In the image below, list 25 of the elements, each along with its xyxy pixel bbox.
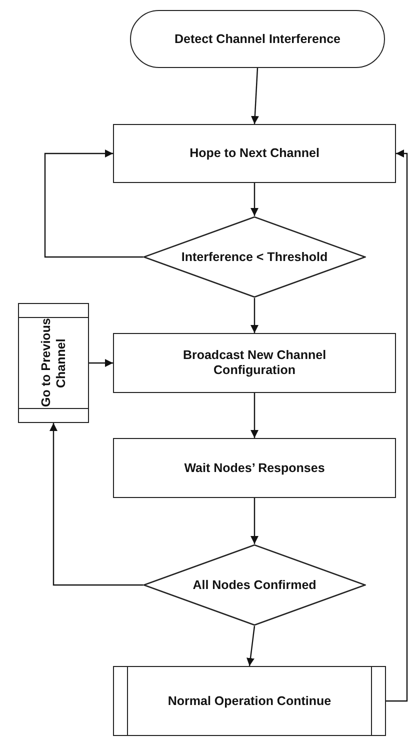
node-label: Broadcast New Channel Configuration — [182, 348, 328, 378]
node-label: Interference < Threshold — [181, 250, 328, 264]
decision-diamond — [143, 544, 366, 626]
arrow — [246, 626, 256, 666]
node-label: All Nodes Confirmed — [192, 578, 316, 592]
arrow — [250, 393, 258, 438]
predefined-process-box — [113, 666, 386, 736]
arrow — [250, 183, 258, 216]
decision-diamond — [143, 216, 366, 298]
arrow — [386, 150, 408, 702]
node-label: Go to Previous Channel — [38, 318, 68, 408]
process-box — [113, 124, 396, 183]
node-label: Wait Nodes’ Responses — [184, 460, 325, 476]
node-label: Hope to Next Channel — [190, 146, 320, 161]
arrow — [44, 150, 143, 258]
arrow — [250, 298, 258, 333]
process-box — [113, 438, 396, 498]
process-box — [113, 333, 396, 393]
node-label: Normal Operation Continue — [168, 694, 332, 708]
predefined-process-box — [18, 303, 89, 423]
arrow — [89, 359, 113, 367]
arrow — [50, 423, 143, 586]
arrow — [250, 68, 259, 124]
node-label: Detect Channel Interference — [174, 32, 341, 46]
arrow — [250, 498, 258, 544]
